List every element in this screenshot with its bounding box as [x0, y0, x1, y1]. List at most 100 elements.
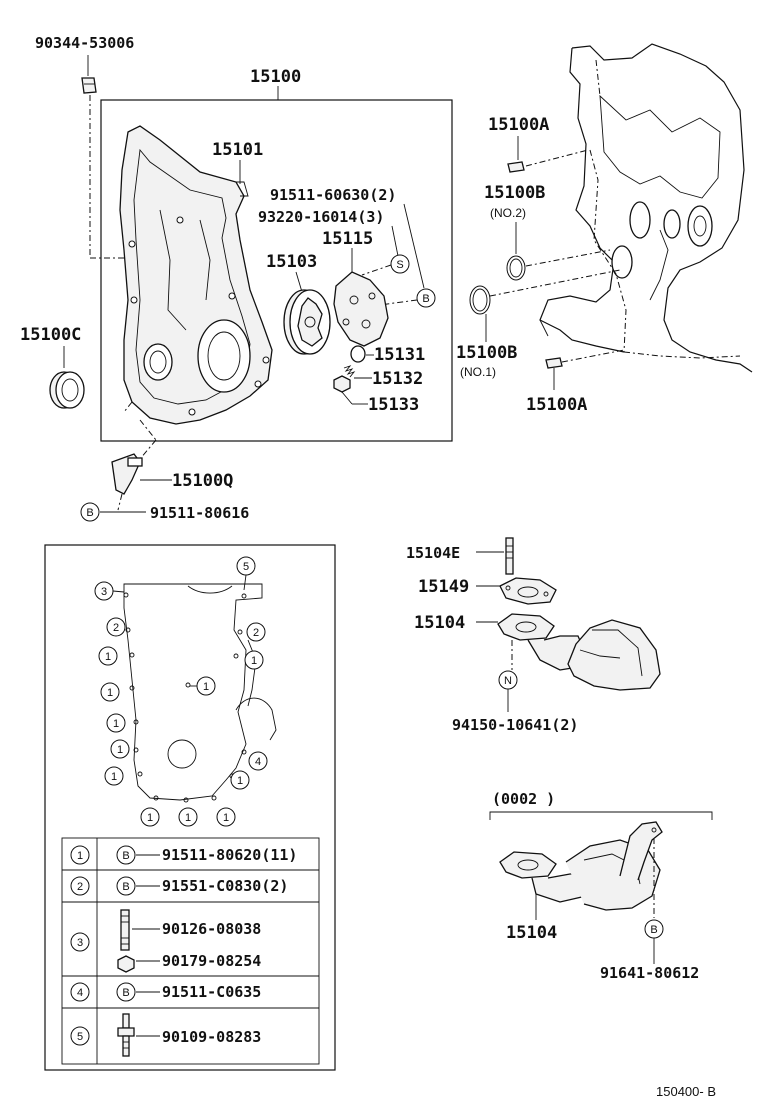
- stud-icon: [120, 909, 130, 951]
- gasket-num-1j: 1: [230, 770, 250, 790]
- gasket-num-1d: 1: [100, 682, 120, 702]
- svg-text:2: 2: [77, 881, 83, 893]
- gasket-num-1m: 1: [216, 807, 236, 827]
- svg-text:2: 2: [113, 622, 119, 634]
- label-date-range: (0002 ): [492, 790, 555, 808]
- svg-text:2: 2: [253, 627, 259, 639]
- gasket-num-1f: 1: [110, 739, 130, 759]
- svg-text:3: 3: [101, 586, 107, 598]
- relief-valve-15131: [350, 345, 366, 363]
- svg-text:1: 1: [105, 651, 111, 663]
- svg-text:1: 1: [147, 812, 153, 824]
- label-15132: 15132: [372, 369, 423, 389]
- label-15100: 15100: [250, 67, 301, 87]
- svg-text:1: 1: [107, 687, 113, 699]
- dowel-pin-15100A-top: [507, 161, 525, 173]
- gasket-num-2a: 2: [106, 617, 126, 637]
- gasket-num-4: 4: [248, 751, 268, 771]
- svg-text:1: 1: [77, 850, 83, 862]
- svg-text:B: B: [86, 507, 93, 519]
- label-no1: (NO.1): [460, 365, 496, 379]
- plug-90344: [81, 77, 97, 94]
- svg-text:90126-08038: 90126-08038: [162, 920, 261, 938]
- label-no2: (NO.2): [490, 206, 526, 220]
- label-91511-60630: 91511-60630(2): [270, 186, 396, 204]
- gasket-num-1e: 1: [106, 713, 126, 733]
- timing-cover-gasket: [123, 583, 277, 803]
- svg-text:B: B: [122, 881, 129, 893]
- label-94150-10641: 94150-10641(2): [452, 716, 578, 734]
- svg-text:5: 5: [77, 1031, 83, 1043]
- svg-text:5: 5: [243, 561, 249, 573]
- gasket-num-3: 3: [94, 581, 114, 601]
- stud-15104E: [505, 537, 514, 575]
- label-15133: 15133: [368, 395, 419, 415]
- spring-15132: [343, 365, 356, 378]
- bolt-row-4: 4 B 91511-C0635: [70, 982, 261, 1002]
- label-15149: 15149: [418, 577, 469, 597]
- svg-text:4: 4: [255, 756, 261, 768]
- svg-text:90109-08283: 90109-08283: [162, 1028, 261, 1046]
- oil-strainer-15104-variant: [499, 821, 663, 911]
- gasket-num-5: 5: [236, 556, 256, 576]
- engine-block-outline: [539, 43, 753, 373]
- label-15115: 15115: [322, 229, 373, 249]
- svg-text:1: 1: [117, 744, 123, 756]
- gasket-num-1k: 1: [140, 807, 160, 827]
- gasket-15149: [499, 577, 557, 605]
- gasket-callouts: 5 3 2 2 1 1 1 1 1 1 1 1 4 1 1 1: [94, 556, 268, 827]
- svg-text:91511-80620(11): 91511-80620(11): [162, 846, 297, 864]
- label-15100B-bot: 15100B: [456, 343, 517, 363]
- svg-text:91551-C0830(2): 91551-C0830(2): [162, 877, 288, 895]
- variant-bracket: [489, 811, 713, 820]
- svg-text:1: 1: [203, 681, 209, 693]
- label-15100B-top: 15100B: [484, 183, 545, 203]
- plug-15133: [333, 375, 351, 393]
- bolt-row-5: 5 90109-08283: [70, 1013, 261, 1057]
- timing-chain-cover-15101: [119, 125, 273, 425]
- svg-text:1: 1: [185, 812, 191, 824]
- nut-icon: [117, 955, 135, 973]
- gasket-num-1h: 1: [104, 766, 124, 786]
- gasket-num-1a: 1: [98, 646, 118, 666]
- bolt-row-3: 3 90126-08038 90179-08254: [70, 909, 261, 973]
- o-ring-15100B-no1: [469, 285, 491, 315]
- gasket-num-1l: 1: [178, 807, 198, 827]
- label-91641-80612: 91641-80612: [600, 964, 699, 982]
- svg-text:90179-08254: 90179-08254: [162, 952, 261, 970]
- oil-pump-rotor-15103: [283, 289, 331, 355]
- svg-text:1: 1: [251, 655, 257, 667]
- bolt-table: [61, 837, 320, 1065]
- label-15103: 15103: [266, 252, 317, 272]
- svg-text:1: 1: [113, 718, 119, 730]
- stud-bolt-icon: [117, 1013, 135, 1057]
- tag-s-circle: S: [390, 254, 410, 274]
- label-91511-80616: 91511-80616: [150, 504, 249, 522]
- label-15100A-bot: 15100A: [526, 395, 587, 415]
- tag-b-circle-15100Q: B: [80, 502, 100, 522]
- gasket-num-1b: 1: [244, 650, 264, 670]
- label-15131: 15131: [374, 345, 425, 365]
- timing-cover-group-frame: [100, 99, 453, 442]
- label-15100A-top: 15100A: [488, 115, 549, 135]
- svg-text:1: 1: [237, 775, 243, 787]
- label-90344-53006: 90344-53006: [35, 34, 134, 52]
- label-15104-strainer: 15104: [414, 613, 465, 633]
- o-ring-15100B-no2: [506, 255, 526, 281]
- dowel-pin-15100A-bot: [545, 357, 563, 369]
- tag-b-circle-variant: B: [644, 919, 664, 939]
- label-15100C: 15100C: [20, 325, 81, 345]
- svg-text:91511-C0635: 91511-C0635: [162, 983, 261, 1001]
- label-15100Q: 15100Q: [172, 471, 233, 491]
- bolt-row-1: 1 B 91511-80620(11): [70, 845, 297, 865]
- svg-text:B: B: [122, 850, 129, 862]
- tag-n-circle: N: [498, 670, 518, 690]
- diagram-reference-code: 150400- B: [656, 1084, 716, 1099]
- oil-seal-15100C: [49, 371, 85, 409]
- svg-text:4: 4: [77, 987, 83, 999]
- svg-text:1: 1: [223, 812, 229, 824]
- label-15104-variant: 15104: [506, 923, 557, 943]
- oil-strainer-15104: [497, 613, 661, 691]
- svg-text:B: B: [650, 924, 657, 936]
- svg-text:S: S: [396, 259, 403, 271]
